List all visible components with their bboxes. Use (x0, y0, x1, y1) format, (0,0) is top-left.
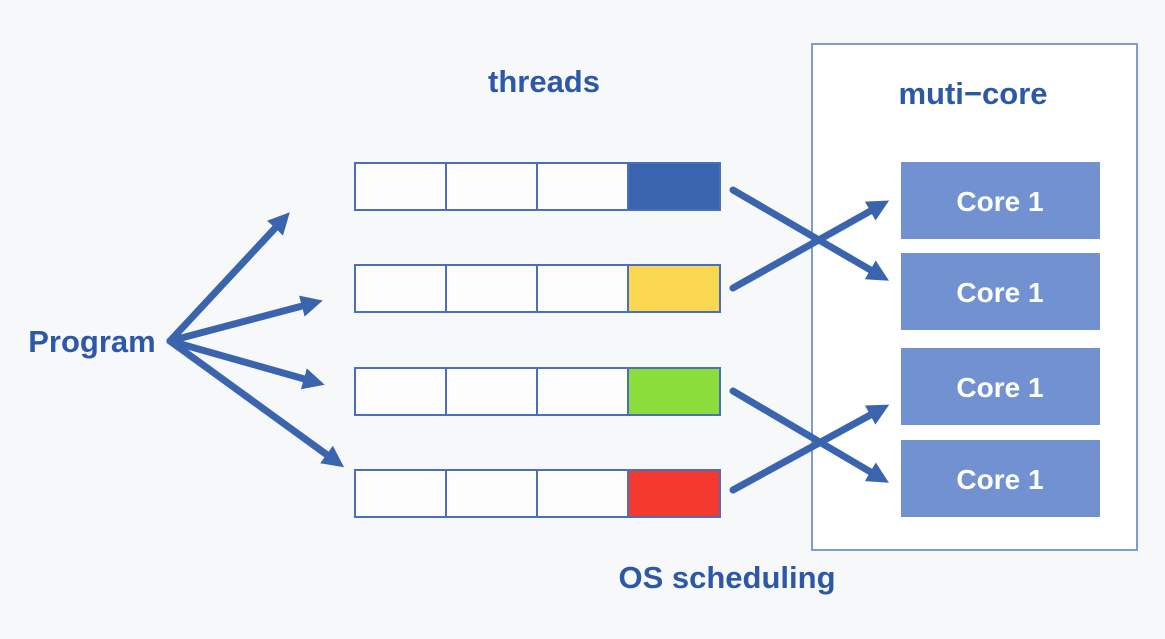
program-to-thread-3-arrow (166, 337, 325, 390)
core-4-label: Core 1 (956, 464, 1043, 495)
thread-2-slot-3 (536, 264, 629, 313)
core-1-label: Core 1 (956, 186, 1043, 217)
program-to-thread-4-arrow (166, 337, 345, 468)
thread-4-slot-1 (354, 469, 447, 518)
thread-2-to-core-1-arrow (729, 200, 890, 292)
core-2-label: Core 1 (956, 277, 1043, 308)
thread-1-active-slot (627, 162, 721, 211)
multicore-label: muti−core (898, 76, 1047, 111)
core-box-4 (901, 440, 1100, 517)
thread-row-4 (354, 469, 721, 518)
thread-row-2 (354, 264, 721, 313)
thread-4-active-slot (627, 469, 721, 518)
core-box-1 (901, 162, 1100, 239)
thread-4-slot-3 (536, 469, 629, 518)
thread-1-slot-2 (445, 162, 538, 211)
program-fanout-arrows (166, 212, 345, 468)
core-group: Core 1 Core 1 Core 1 Core 1 (901, 162, 1100, 517)
thread-3-active-slot (627, 367, 721, 416)
core-box-2 (901, 253, 1100, 330)
program-to-thread-1-arrow (166, 212, 290, 345)
program-to-thread-2-arrow (166, 295, 323, 345)
thread-3-slot-1 (354, 367, 447, 416)
thread-1-to-core-2-arrow (729, 186, 890, 281)
os-scheduling-arrows (729, 186, 890, 494)
thread-3-slot-3 (536, 367, 629, 416)
core-box-3 (901, 348, 1100, 425)
thread-1-slot-1 (354, 162, 447, 211)
os-scheduling-label: OS scheduling (618, 560, 835, 595)
thread-1-slot-3 (536, 162, 629, 211)
core-3-label: Core 1 (956, 372, 1043, 403)
thread-4-slot-2 (445, 469, 538, 518)
thread-4-to-core-3-arrow (729, 404, 890, 494)
thread-row-3 (354, 367, 721, 416)
thread-row-1 (354, 162, 721, 211)
thread-3-to-core-4-arrow (729, 387, 889, 483)
threads-label: threads (488, 64, 600, 99)
thread-2-slot-1 (354, 264, 447, 313)
thread-2-active-slot (627, 264, 721, 313)
program-label: Program (28, 324, 155, 359)
thread-3-slot-2 (445, 367, 538, 416)
thread-2-slot-2 (445, 264, 538, 313)
